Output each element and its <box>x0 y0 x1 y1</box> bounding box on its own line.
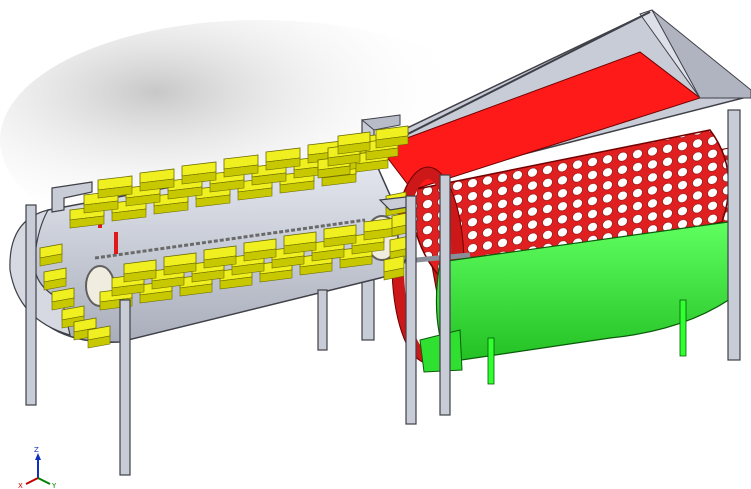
left-post-c <box>317 289 328 351</box>
bucket <box>39 243 63 267</box>
triad-x-axis <box>25 477 39 485</box>
bucket <box>125 183 161 207</box>
right-post <box>405 195 417 425</box>
left-post-b <box>119 299 131 476</box>
hopper-rear-wall <box>651 9 751 99</box>
bucket <box>337 131 371 155</box>
chain-tensioner-1 <box>114 232 118 254</box>
elevator-buckets <box>39 125 413 349</box>
bucket <box>283 231 317 255</box>
triad-x-label: X <box>18 482 23 489</box>
bucket <box>87 325 111 349</box>
left-top-bracket <box>51 181 93 213</box>
collector-trough[interactable] <box>419 221 741 385</box>
bucket <box>181 161 217 185</box>
bucket <box>203 245 237 269</box>
bucket <box>243 238 277 262</box>
bucket <box>265 147 301 171</box>
trough-leg-1 <box>487 337 495 385</box>
coordinate-triad: Z X Y <box>18 446 57 489</box>
hopper-rim <box>379 11 651 149</box>
bucket <box>123 259 157 283</box>
bucket <box>195 184 231 208</box>
triad-z-label: Z <box>34 446 39 454</box>
bucket <box>323 224 357 248</box>
bucket <box>97 175 133 199</box>
bucket <box>363 217 397 241</box>
bucket <box>139 168 175 192</box>
triad-y-label: Y <box>51 482 57 489</box>
chain-upper-strand <box>94 218 366 260</box>
feed-hopper[interactable] <box>379 9 751 191</box>
bucket <box>375 125 409 149</box>
trough-leg-2 <box>679 299 687 357</box>
bucket <box>51 287 75 311</box>
trough-body <box>435 221 741 363</box>
frame-crossbar <box>360 114 401 131</box>
bucket <box>223 154 259 178</box>
triad-z-arrow <box>35 453 41 460</box>
elevator-support-frame <box>25 181 417 476</box>
left-post-a <box>25 204 37 406</box>
bucket <box>163 252 197 276</box>
bucket <box>383 255 405 281</box>
bucket <box>43 267 67 291</box>
frame-post-b <box>439 174 451 416</box>
triad-y-axis <box>37 477 51 485</box>
frame-post-c <box>727 109 741 361</box>
